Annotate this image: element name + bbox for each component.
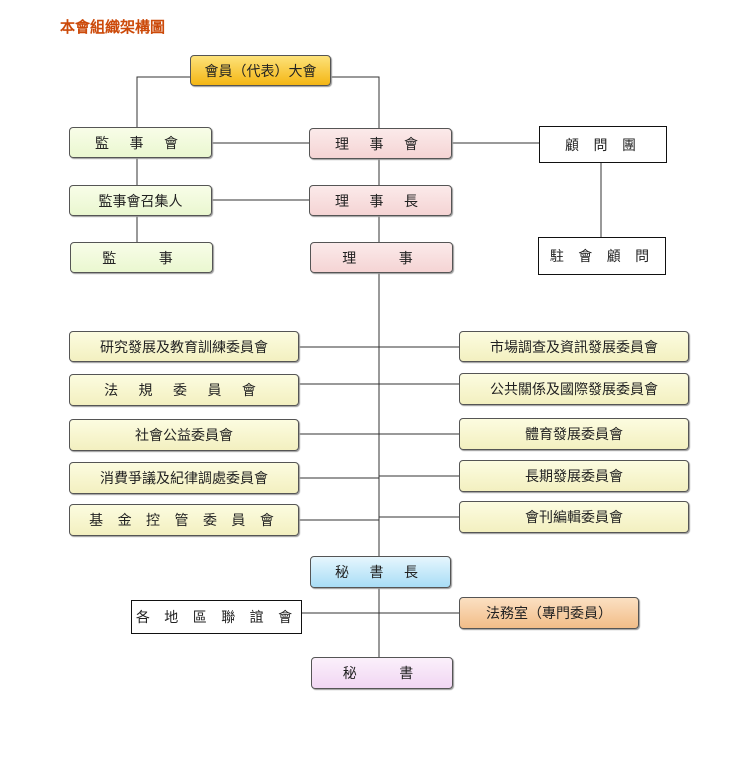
committee-left: 基 金 控 管 委 員 會	[69, 504, 299, 536]
committee-left: 研究發展及教育訓練委員會	[69, 331, 299, 362]
node-regional-associations: 各 地 區 聯 誼 會	[131, 600, 302, 634]
committee-right: 體育發展委員會	[459, 418, 689, 450]
node-directors-board: 理 事 會	[309, 128, 452, 159]
node-secretary: 秘 書	[311, 657, 453, 689]
node-chairman: 理 事 長	[309, 185, 452, 216]
committee-left: 消費爭議及紀律調處委員會	[69, 462, 299, 494]
committee-left: 法 規 委 員 會	[69, 374, 299, 406]
node-assembly: 會員（代表）大會	[190, 55, 331, 86]
committee-right: 會刊編輯委員會	[459, 501, 689, 533]
committee-left: 社會公益委員會	[69, 419, 299, 451]
committee-right: 長期發展委員會	[459, 460, 689, 492]
node-legal-office: 法務室（專門委員）	[459, 597, 639, 629]
line-assembly-supervisors	[136, 76, 190, 127]
page-title: 本會組織架構圖	[60, 18, 166, 36]
committee-right: 公共關係及國際發展委員會	[459, 373, 689, 405]
node-secretary-general: 秘 書 長	[310, 556, 451, 588]
node-supervisors: 監 事	[70, 242, 213, 273]
node-supervisor-convener: 監事會召集人	[69, 185, 212, 216]
committee-right: 市場調查及資訊發展委員會	[459, 331, 689, 362]
node-advisory-group: 顧 問 團	[539, 126, 667, 163]
node-resident-advisor: 駐 會 顧 問	[538, 237, 666, 275]
node-supervisors-board: 監 事 會	[69, 127, 212, 158]
line-assembly-directors	[331, 76, 380, 128]
node-directors: 理 事	[310, 242, 453, 273]
